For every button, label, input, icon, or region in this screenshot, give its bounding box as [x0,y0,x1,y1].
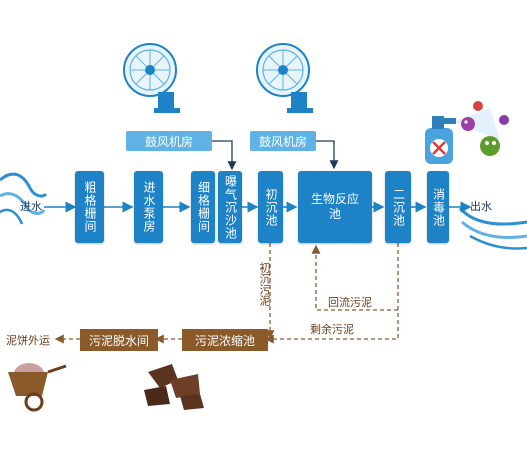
secondary-clarifier-box: 二沉池 [385,171,411,243]
blower-room-right: 鼓风机房 [250,131,316,151]
outlet-label: 出水 [470,200,492,213]
germ-icon-3 [473,101,483,111]
blower-room-left: 鼓风机房 [126,131,212,151]
inlet-label: 进水 [20,200,42,213]
fine-screen-box: 细格栅间 [191,171,215,243]
coarse-screen-box: 粗格栅间 [75,171,104,243]
fan-icon-right [256,43,313,113]
primary-sludge-label: 初沉污泥 [258,262,271,306]
wheelbarrow-icon [8,363,67,412]
germ-icon-4 [499,115,509,125]
germ-icon-2 [480,136,500,156]
aerated-grit-box: 曝气沉沙池 [218,171,242,243]
germ-icon-1 [461,117,475,131]
bioreactor-box: 生物反应池 [298,171,372,243]
excess-sludge-label: 剩余污泥 [310,323,354,336]
sludge-cake-label: 泥饼外运 [6,334,50,347]
disinfectant-spray-icon [425,108,500,164]
intake-pump-box: 进水泵房 [134,171,163,243]
outlet-water-icon [458,206,527,250]
primary-clarifier-box: 初沉池 [258,171,283,243]
fan-icon-left [123,43,180,113]
inlet-water-icon [0,172,48,225]
disinfection-box: 消毒池 [427,171,449,243]
return-sludge-label: 回流污泥 [328,296,372,309]
sludge-dewatering-box: 污泥脱水间 [80,329,158,351]
sludge-thickening-box: 污泥浓缩池 [182,329,268,351]
sludge-chunks-icon [144,364,204,410]
